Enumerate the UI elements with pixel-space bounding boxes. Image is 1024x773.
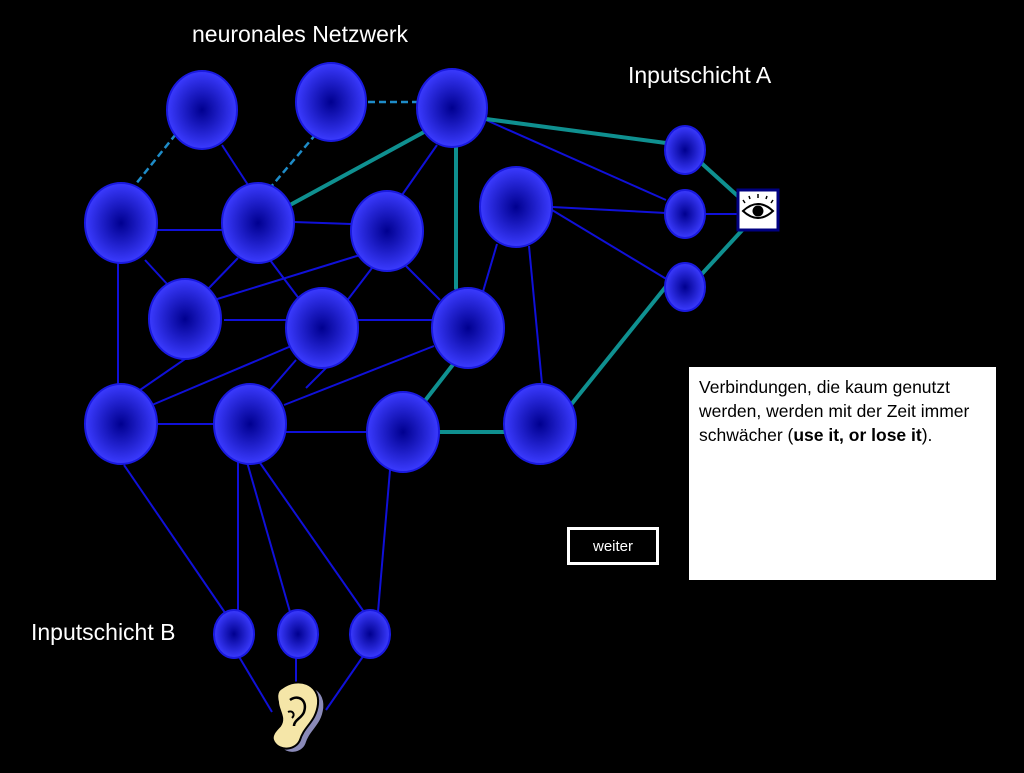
connection <box>283 345 435 406</box>
ear-icon <box>271 681 325 754</box>
info-box: Verbindungen, die kaum genutzt werden, w… <box>689 367 996 580</box>
connection <box>551 206 667 214</box>
connection <box>237 654 273 713</box>
connection <box>213 254 361 301</box>
connection <box>144 259 169 286</box>
connection <box>325 654 365 711</box>
dashed-connection <box>130 133 177 191</box>
input-neuron-b <box>277 609 319 659</box>
connection <box>221 144 251 189</box>
connection <box>551 209 669 281</box>
input-neuron-b <box>213 609 255 659</box>
input-layer-b-label: Inputschicht B <box>31 619 176 645</box>
neuron <box>350 190 424 272</box>
neuron <box>213 383 287 465</box>
connection <box>269 359 297 391</box>
strong-connection <box>696 158 742 200</box>
neuron <box>285 287 359 369</box>
neuron <box>431 287 505 369</box>
connection <box>257 459 365 613</box>
input-layer-a-label: Inputschicht A <box>628 62 772 88</box>
info-emphasis: use it, or lose it <box>793 425 922 445</box>
neuron <box>416 68 488 148</box>
connection <box>305 365 329 389</box>
neuron <box>84 383 158 465</box>
dashed-connection <box>269 133 317 189</box>
strong-connections <box>288 117 748 434</box>
diagram-title: neuronales Netzwerk <box>192 21 409 47</box>
neuron <box>148 278 222 360</box>
info-text-end: ). <box>921 425 933 445</box>
info-text: Verbindungen, die kaum genutzt werden, w… <box>699 377 970 445</box>
connection <box>405 265 441 301</box>
connection <box>293 221 352 225</box>
strong-connection <box>422 360 457 404</box>
neuron <box>221 182 295 264</box>
connection <box>269 259 301 301</box>
connection <box>206 257 239 291</box>
eye-icon <box>736 188 780 232</box>
strong-connection <box>288 130 426 207</box>
connection <box>481 243 498 296</box>
strong-connection <box>698 224 748 278</box>
connection <box>401 144 438 196</box>
neuron <box>84 182 158 264</box>
strong-connection <box>484 117 668 145</box>
connection <box>485 119 667 201</box>
connection <box>377 469 391 613</box>
input-neuron-a <box>664 262 706 312</box>
connection <box>151 343 297 406</box>
input-neuron-a <box>664 189 706 239</box>
neuron <box>503 383 577 465</box>
neuron <box>366 391 440 473</box>
neurons <box>84 62 706 659</box>
strong-connection <box>568 282 670 408</box>
fading-connections <box>130 100 420 191</box>
connection <box>123 464 231 621</box>
input-neuron-a <box>664 125 706 175</box>
connection <box>246 461 291 613</box>
connection <box>345 267 373 303</box>
connection <box>528 245 543 385</box>
neuron <box>295 62 367 142</box>
next-button[interactable]: weiter <box>567 527 659 565</box>
input-neuron-b <box>349 609 391 659</box>
neuron <box>479 166 553 248</box>
connection <box>139 356 189 391</box>
weak-connections <box>117 119 740 713</box>
neuron <box>166 70 238 150</box>
